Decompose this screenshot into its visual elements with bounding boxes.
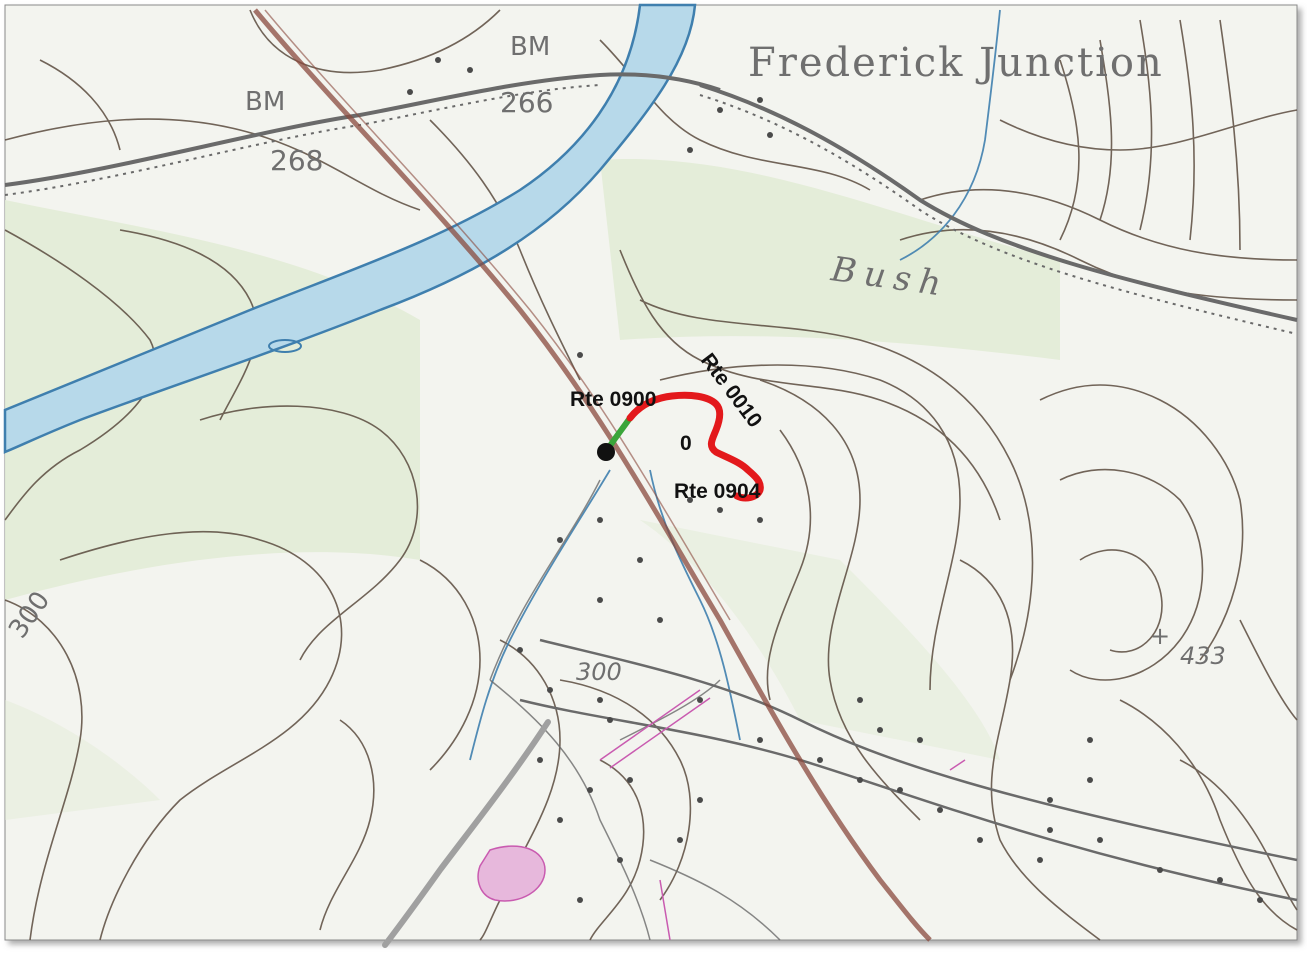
route-label-0900: Rte 0900	[570, 388, 656, 411]
bm-left-value: 268	[270, 144, 323, 177]
local-roads	[489, 479, 781, 941]
river	[3, 3, 697, 454]
building-dots	[407, 57, 1263, 903]
bm-right-value: 266	[500, 86, 553, 119]
contour-label-center: 300	[576, 658, 622, 686]
route-red-segment[interactable]	[626, 391, 764, 502]
gray-road	[382, 719, 551, 948]
streams	[469, 9, 1001, 761]
pink-areas	[477, 689, 966, 941]
highway	[253, 8, 932, 942]
milepost-label: 0	[680, 432, 692, 455]
spot-height-cross-icon: +	[1150, 622, 1170, 650]
route-start-marker[interactable]	[597, 443, 615, 461]
town-label: Frederick Junction	[748, 40, 1164, 86]
railroads	[4, 72, 1298, 902]
route-overlay[interactable]	[597, 391, 764, 502]
route-label-0904: Rte 0904	[674, 480, 761, 503]
bm-left-label: BM	[245, 87, 285, 117]
spot-height-label: 433	[1180, 642, 1226, 670]
bm-right-label: BM	[510, 32, 550, 62]
